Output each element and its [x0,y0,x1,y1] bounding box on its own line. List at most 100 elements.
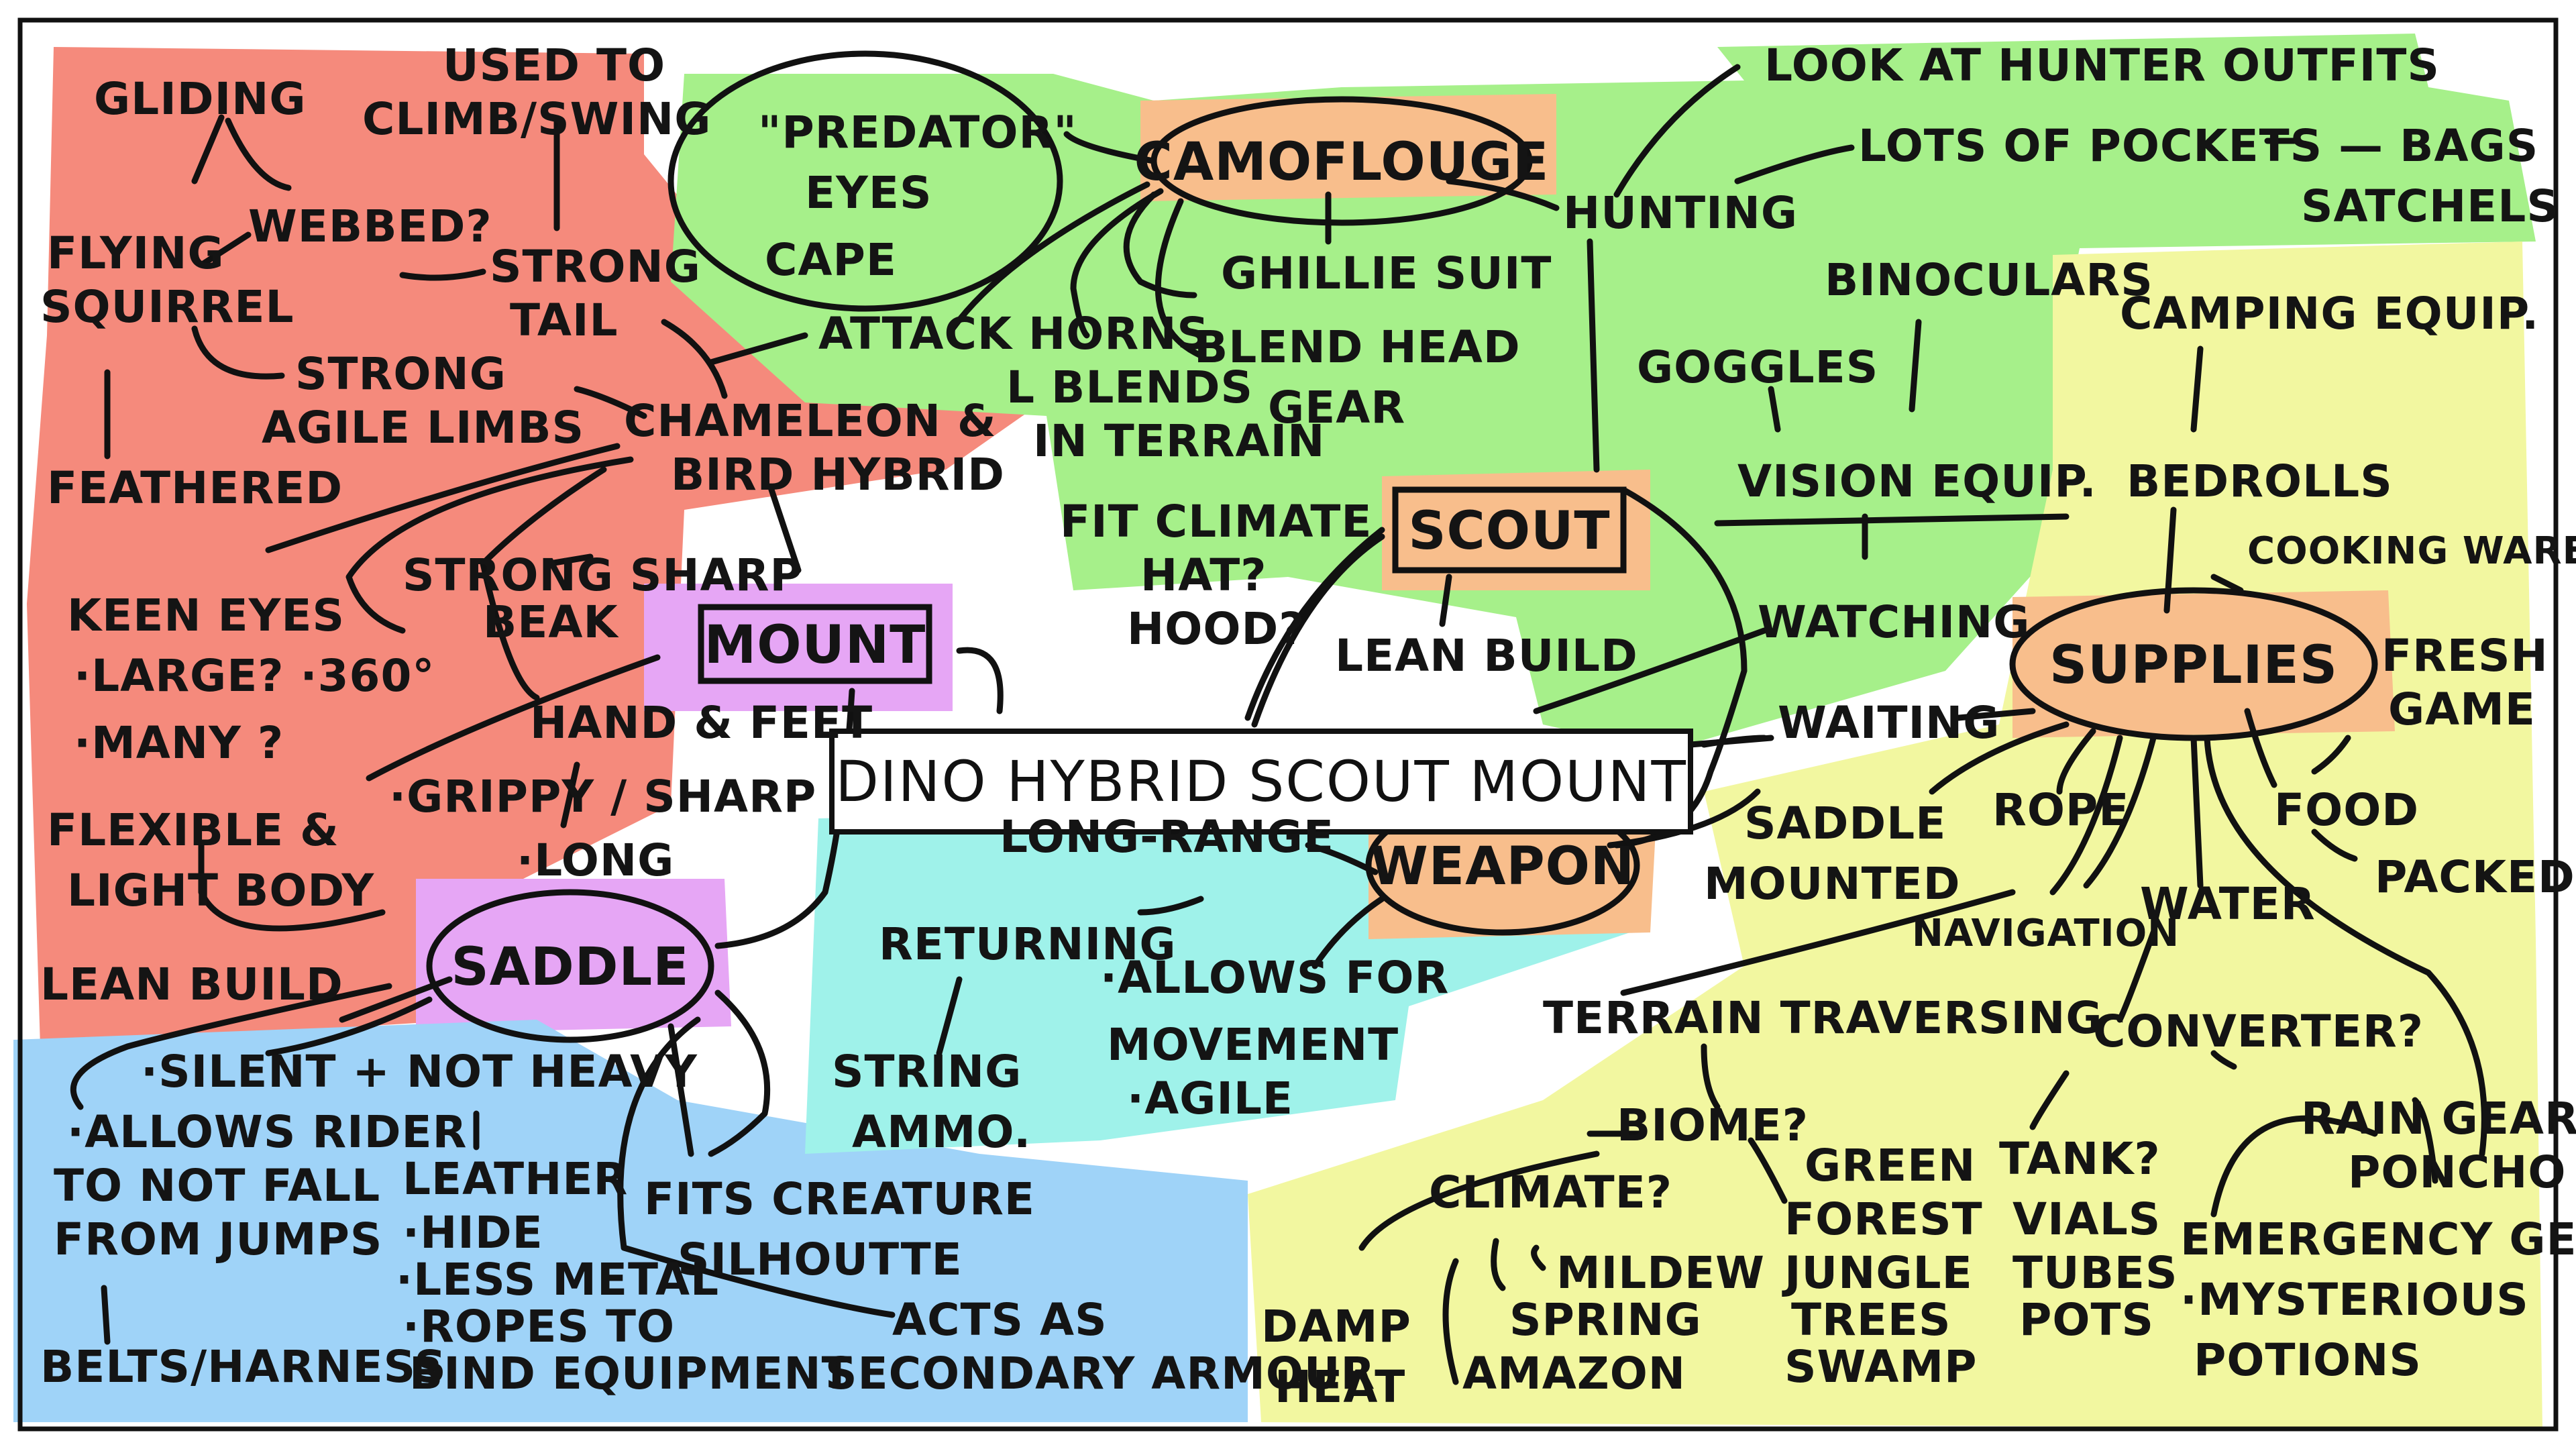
connector [1251,533,1385,728]
many-label: ·MANY ? [74,717,284,769]
connector [1439,574,1452,627]
grippy-sharp-label: ·GRIPPY / SHARP [389,771,816,822]
heat-label: HEAT [1275,1361,1405,1413]
connector [1531,1244,1546,1271]
binoculars-label: BINOCULARS [1825,254,2153,306]
beak-label: BEAK [483,596,619,648]
waiting-label: WAITING [1778,697,2000,749]
connector [2190,735,2204,889]
supplies-node-outline [2009,587,2378,741]
connector [1311,896,1385,969]
connector [1734,144,1855,184]
from-jumps-label: FROM JUMPS [54,1214,382,1265]
saddle-mounted-2-label: MOUNTED [1704,858,1961,910]
saddle-mounted-1-label: SADDLE [1744,798,1946,849]
connector [480,466,607,701]
connector [1687,735,1774,748]
in-terrain-label: IN TERRAIN [1033,415,1325,467]
fresh-label: FRESH [2381,630,2548,682]
connector [1929,721,2070,795]
connector [1748,1137,1788,1204]
connector [661,319,728,399]
connector [1955,708,2036,721]
connector [2049,735,2123,896]
cooking-label: COOKING WARE [2247,529,2576,573]
connector [936,976,963,1057]
string-label: STRING [832,1046,1022,1097]
saddle-node: SADDLE [451,937,689,998]
hat-label: HAT? [1140,549,1267,601]
rope-label: ROPE [1992,784,2129,836]
tubes-label: TUBES [2012,1247,2178,1299]
spring-label: SPRING [1509,1294,1702,1346]
mildew-label: MILDEW [1556,1247,1765,1299]
camping-label: CAMPING EQUIP. [2120,288,2539,339]
connector [345,456,634,634]
feathered-label: FEATHERED [47,462,343,514]
connector [1607,788,1761,849]
eyes-label: EYES [805,167,932,219]
connector [2190,345,2204,433]
amazon-label: AMAZON [1462,1348,1686,1399]
movement-label: MOVEMENT [1107,1019,1399,1071]
yellow-zone [1248,241,2542,1429]
connector [2311,828,2358,862]
connector [265,996,433,1057]
connector [2204,735,2487,1157]
connector [1070,188,1164,339]
mount-node-outline [698,604,932,684]
connector [191,114,225,184]
water-label: WATER [2140,878,2316,930]
connector [956,647,1004,714]
squirrel-label: SQUIRREL [40,281,294,333]
fit-climate-label: FIT CLIMATE [1060,496,1372,547]
orange-zone-weapon [1368,805,1657,939]
connector [70,983,392,1110]
labels: DINO HYBRID SCOUT MOUNT MOUNT SADDLE SCO… [40,40,2576,1413]
camouflage-node-outline [1150,96,1533,226]
leather-label: LEATHER [402,1153,628,1205]
vials-label: VIALS [2012,1193,2161,1245]
keen-eyes-label: KEEN EYES [67,590,345,641]
gliding-label: GLIDING [94,73,307,125]
connector [101,1285,111,1345]
connector [198,842,386,932]
connector [399,268,486,281]
supplies-node: SUPPLIES [2049,635,2338,696]
long-range-label: LONG-RANGE [1000,811,1334,863]
watching-label: WATCHING [1758,596,2030,648]
attack-horns-label: ATTACK HORNS [818,308,1210,360]
hand-feet-label: HAND & FEET [530,697,873,749]
connector [1587,238,1600,473]
strong-sharp-label: STRONG SHARP [402,549,803,601]
fits-creature-label: FITS CREATURE [644,1173,1035,1225]
allows-rider-label: ·ALLOWS RIDER [67,1106,467,1158]
connector [708,332,808,366]
acts-as-label: ACTS AS [892,1294,1108,1346]
swamp-label: SWAMP [1784,1341,1978,1393]
mount-node: MOUNT [704,615,926,676]
connector [2210,1115,2378,1218]
jungle-label: JUNGLE [1782,1247,1973,1299]
connector [617,1016,896,1318]
connector [1620,889,2016,996]
tail-label: TAIL [510,294,619,346]
used-to-label: USED TO [443,40,665,91]
belts-harness-label: BELTS/HARNESS [40,1341,447,1393]
connector-lines [70,64,2487,1385]
lean-build-mount-label: LEAN BUILD [40,959,343,1010]
packed-label: PACKED [2375,851,2575,903]
flying-label: FLYING [47,227,225,279]
connector [1123,191,1197,299]
scout-node-outline [1392,486,1627,574]
connector [949,181,1150,332]
page-title: DINO HYBRID SCOUT MOUNT [835,749,1687,814]
connector [1714,513,2070,527]
forest-label: FOREST [1784,1193,1983,1245]
orange-zone-supplies [2012,590,2395,738]
connector [547,553,594,567]
rain-gear-label: RAIN GEAR [2301,1093,2576,1144]
climb-swing-label: CLIMB/SWING [362,93,711,145]
